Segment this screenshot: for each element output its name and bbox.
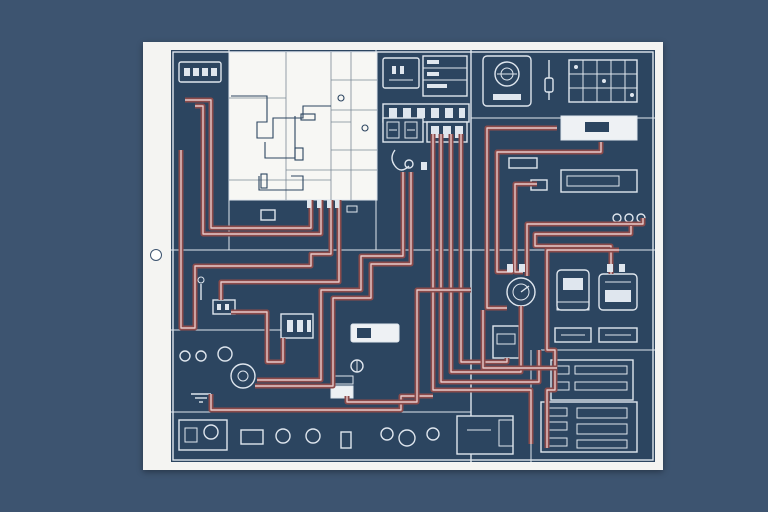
- bottom-sensors-icon: [380, 427, 440, 447]
- probe-icon: [544, 60, 554, 100]
- wiring-diagram-svg: .ln { stroke: #dfe6ee; stroke-width: 1.4…: [171, 50, 655, 462]
- coil-icon: [179, 346, 233, 362]
- indicator-cluster-icon: [178, 61, 222, 83]
- display-module-icon: [560, 115, 638, 141]
- wiring-board: .ln { stroke: #dfe6ee; stroke-width: 1.4…: [171, 50, 655, 462]
- tuner-module-icon: [382, 57, 420, 89]
- connector-strip-icon: [508, 157, 638, 193]
- wire-harness: [178, 97, 646, 448]
- control-module-icon: [598, 273, 638, 311]
- junction-box-icon: [456, 415, 514, 455]
- sensor-icon: [391, 149, 427, 171]
- ground-icon: [191, 393, 211, 403]
- relay-module-icon: [350, 323, 400, 343]
- gauge-panel-icon: [482, 55, 532, 107]
- data-panel-icon: [422, 55, 468, 97]
- rack-unit-icon: [550, 359, 634, 401]
- motor-icon: [230, 363, 256, 389]
- battery-icon: [330, 375, 354, 399]
- relay-block-icon: [382, 117, 424, 143]
- label-row-icon: [554, 327, 638, 343]
- board-frame: [172, 51, 654, 461]
- controller-icon: [492, 325, 520, 359]
- plug-connector-icon: [197, 276, 236, 315]
- terminal-block-icon: [426, 121, 468, 143]
- breaker-panel-icon: [540, 401, 638, 453]
- switch-matrix-icon: [568, 59, 638, 103]
- schematic-inset: [228, 51, 378, 201]
- meter-unit-icon: [556, 269, 590, 311]
- switch-block-icon: [280, 313, 314, 339]
- round-gauge-icon: [506, 277, 536, 307]
- bottom-left-box-icon: [178, 419, 228, 451]
- pin-markers: [260, 200, 625, 272]
- binder-hole: [150, 249, 162, 261]
- indicator-lamp-icon: [350, 359, 364, 373]
- bottom-gauges-icon: [240, 428, 352, 449]
